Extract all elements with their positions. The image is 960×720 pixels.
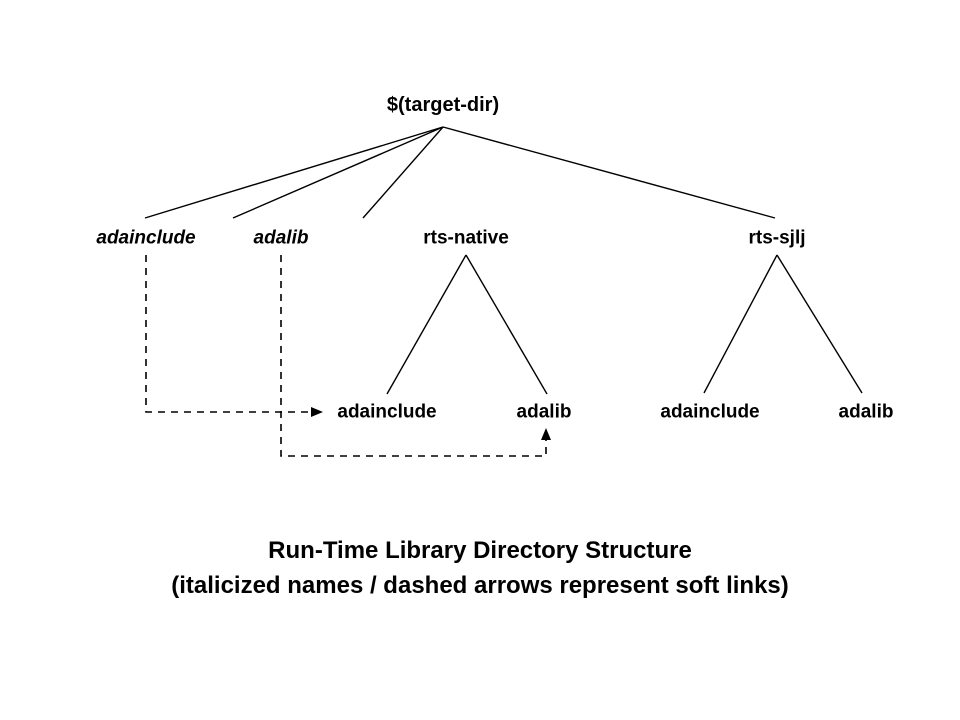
soft-link-adalib-arrowhead [541, 428, 551, 440]
edge-rts-sjlj-to-adainclude [703, 254, 778, 394]
node-target-dir[interactable]: $(target-dir) [386, 94, 500, 116]
caption-line-1: Run-Time Library Directory Structure [268, 537, 692, 564]
soft-link-adalib-path [280, 255, 547, 457]
edge-root-to-adalib [232, 126, 444, 219]
caption-line-2: (italicized names / dashed arrows repres… [171, 571, 789, 599]
node-rts-sjlj-adainclude[interactable]: adainclude [660, 401, 760, 423]
node-adalib-toplevel[interactable]: adalib [253, 227, 309, 249]
edge-root-to-adainclude [144, 126, 444, 219]
node-rts-sjlj[interactable]: rts-sjlj [748, 227, 806, 249]
node-rts-native[interactable]: rts-native [423, 227, 509, 249]
soft-link-adainclude-arrowhead [311, 407, 323, 417]
edge-root-to-rts-sjlj [442, 126, 776, 219]
node-adainclude-toplevel[interactable]: adainclude [96, 227, 196, 249]
edge-rts-native-to-adainclude [386, 254, 467, 395]
node-rts-sjlj-adalib[interactable]: adalib [838, 401, 894, 423]
diagram-caption: Run-Time Library Directory Structure (it… [0, 534, 960, 604]
node-rts-native-adainclude[interactable]: adainclude [337, 401, 437, 423]
node-rts-native-adalib[interactable]: adalib [516, 401, 572, 423]
soft-link-adainclude-path [145, 255, 314, 413]
edge-rts-native-to-adalib [465, 254, 548, 395]
edge-root-to-rts-native [362, 126, 444, 219]
edge-rts-sjlj-to-adalib [776, 254, 863, 394]
